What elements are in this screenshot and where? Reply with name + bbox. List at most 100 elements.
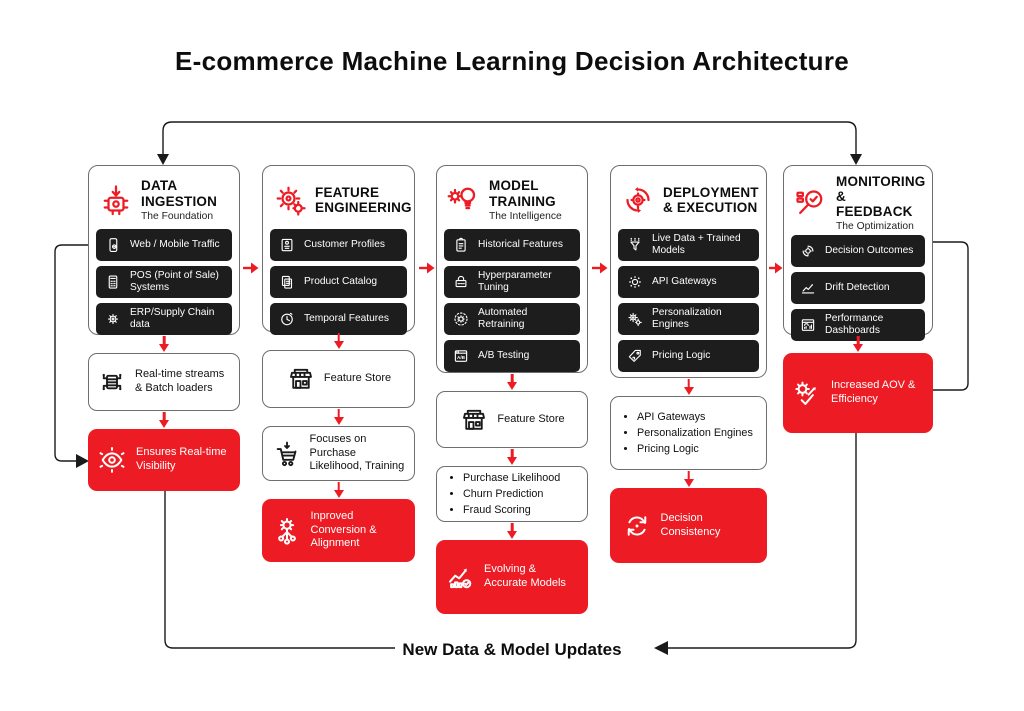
- retraining-gear-icon: [449, 310, 473, 328]
- flow-arrow-down: [436, 448, 588, 466]
- model-training-icon: [444, 182, 484, 218]
- bullet-item: API Gateways: [637, 409, 753, 425]
- item-label: Hyperparameter Tuning: [478, 269, 552, 293]
- evolving-models-icon: [444, 561, 476, 593]
- stage-subtitle-model-training: The Intelligence: [489, 210, 562, 222]
- item-label: Temporal Features: [304, 312, 389, 324]
- connector-right-loop: [933, 241, 969, 391]
- monitoring-icon: [791, 185, 831, 221]
- stage-title-deployment-execution: DEPLOYMENT & EXECUTION: [663, 184, 759, 215]
- item-pos-point-of-sale-systems: POS (Point of Sale) Systems: [96, 266, 232, 298]
- flow-box-real-time-streams-batch-loaders: Real-time streams & Batch loaders: [88, 353, 240, 411]
- flow-label: Decision Consistency: [660, 511, 721, 538]
- flow-arrow-down: [88, 411, 240, 429]
- flow-arrow-down: [88, 335, 240, 353]
- item-label: Historical Features: [478, 238, 563, 250]
- arrowhead-bottom-feedback: [654, 641, 668, 655]
- flow-label: Increased AOV & Efficiency: [831, 379, 916, 405]
- flow-label: Focuses on Purchase Likelihood, Training: [309, 432, 405, 473]
- item-hyperparameter-tuning: Hyperparameter Tuning: [444, 266, 580, 298]
- connector-top-loop: [162, 121, 857, 158]
- data-ingestion-icon: [96, 182, 136, 218]
- ab-testing-icon: A/B: [449, 347, 473, 365]
- dashboard-icon: [796, 316, 820, 334]
- smartphone-icon: [101, 236, 125, 254]
- stage-header-text: FEATURE ENGINEERING: [315, 185, 412, 215]
- column-deployment-execution: DEPLOYMENT & EXECUTION Live Data + Traine…: [610, 165, 767, 563]
- stage-title-monitoring-feedback: MONITORING & FEEDBACK: [836, 174, 926, 220]
- deployment-icon: [618, 182, 658, 218]
- page-title: E-commerce Machine Learning Decision Arc…: [174, 46, 850, 76]
- flow-label: Evolving & Accurate Models: [484, 563, 566, 589]
- flow-arrow-down: [610, 378, 767, 396]
- stage-title-model-training: MODEL TRAINING: [489, 178, 556, 209]
- flow-label: Inproved Conversion & Alignment: [310, 509, 377, 550]
- flow-box-feature-store: Feature Store: [262, 350, 415, 408]
- flow-box-focuses-on-purchase-likelihood-training: Focuses on Purchase Likelihood, Training: [262, 426, 415, 481]
- api-gateway-icon: [623, 273, 647, 291]
- svg-text:A/B: A/B: [457, 355, 466, 360]
- flow-arrow-down: [262, 332, 415, 350]
- item-decision-outcomes: Decision Outcomes: [791, 235, 925, 268]
- item-product-catalog: Product Catalog: [270, 266, 407, 298]
- flow-label: Feature Store: [497, 412, 565, 425]
- erp-gear-icon: [101, 310, 125, 328]
- connector-bottom-right: [668, 431, 857, 649]
- item-label: POS (Point of Sale) Systems: [130, 269, 219, 293]
- live-data-icon: [623, 236, 647, 254]
- item-web-mobile-traffic: Web / Mobile Traffic: [96, 229, 232, 261]
- decision-consistency-icon: [621, 510, 653, 542]
- outcome-box-increased-aov-efficiency: Increased AOV & Efficiency: [783, 353, 933, 433]
- outcome-box-inproved-conversion-alignment: Inproved Conversion & Alignment: [262, 499, 415, 562]
- realtime-visibility-icon: [96, 444, 128, 476]
- feature-store-icon: [459, 405, 489, 435]
- outcome-box-decision-consistency: Decision Consistency: [610, 488, 767, 563]
- item-label: Live Data + Trained Models: [652, 232, 741, 256]
- item-historical-features: Historical Features: [444, 229, 580, 261]
- customer-profile-icon: [275, 236, 299, 254]
- temporal-features-icon: [275, 310, 299, 328]
- flow-label: Ensures Real-time Visibility: [136, 446, 227, 472]
- bullet-list: Purchase LikelihoodChurn PredictionFraud…: [445, 470, 560, 519]
- arrowhead-top-left: [157, 154, 169, 165]
- arrowhead-top-right: [850, 154, 862, 165]
- stage-subtitle-data-ingestion: The Foundation: [141, 210, 214, 222]
- data-streams-icon: [97, 367, 127, 397]
- flow-arrow-down: [262, 481, 415, 499]
- item-label: Performance Dashboards: [825, 312, 884, 337]
- hyperparameter-icon: [449, 273, 473, 291]
- item-label: Pricing Logic: [652, 349, 711, 361]
- stage-header-text: DEPLOYMENT & EXECUTION: [663, 185, 759, 215]
- item-label: Decision Outcomes: [825, 245, 914, 257]
- stage-header-feature-engineering: FEATURE ENGINEERING: [270, 172, 412, 229]
- arrowhead-into-visibility: [76, 454, 89, 468]
- flow-arrow-down: [783, 335, 933, 353]
- bullet-item: Fraud Scoring: [463, 502, 560, 518]
- connector-left-loop: [54, 244, 88, 462]
- decision-outcomes-icon: [796, 242, 820, 260]
- flow-box-feature-store: Feature Store: [436, 391, 588, 448]
- bullet-item: Purchase Likelihood: [463, 470, 560, 486]
- pos-terminal-icon: [101, 273, 125, 291]
- bullet-item: Personalization Engines: [637, 425, 753, 441]
- pricing-tag-icon: [623, 347, 647, 365]
- flow-arrow-down: [610, 470, 767, 488]
- stage-subtitle-monitoring-feedback: The Optimization: [836, 221, 914, 233]
- feature-store-icon: [286, 364, 316, 394]
- flow-list-purchase-likelihood: Purchase LikelihoodChurn PredictionFraud…: [436, 466, 588, 522]
- flow-label: Feature Store: [323, 372, 392, 385]
